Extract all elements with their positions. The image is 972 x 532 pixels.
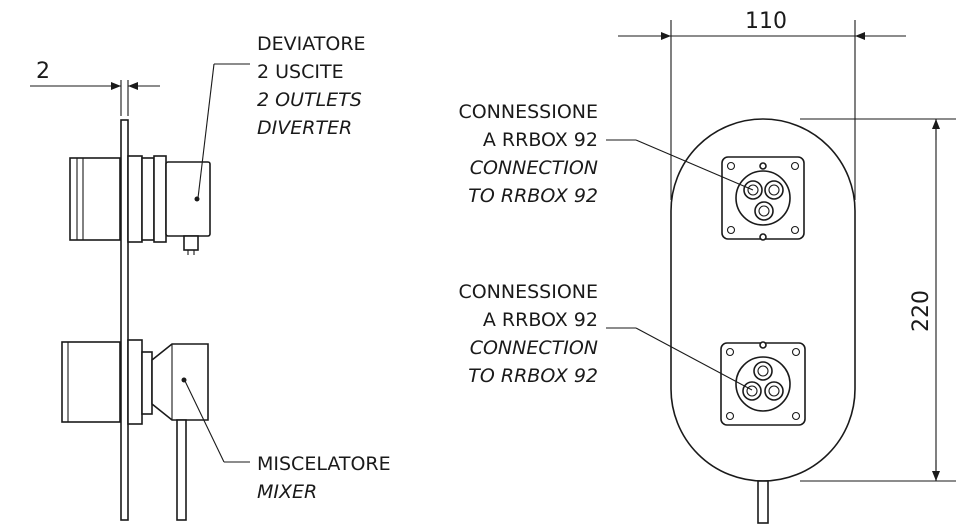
connection-bottom-line3: CONNECTION [470, 337, 598, 359]
mixer-label-line2: MIXER [257, 481, 317, 503]
diverter-pin [183, 235, 199, 251]
width-dimension-value: 110 [745, 9, 787, 34]
connection-top [721, 156, 805, 241]
front-lever [757, 480, 769, 524]
connection-top-line4: TO RRBOX 92 [468, 185, 598, 207]
diverter-label-line2: 2 USCITE [257, 61, 344, 83]
mixer-handle-base [151, 343, 209, 421]
diverter-rear-body [69, 157, 121, 241]
mixer-rear-body [61, 341, 121, 423]
connection-bottom [720, 341, 806, 426]
diverter-label-line3: 2 OUTLETS [257, 89, 362, 111]
diverter-callout: DEVIATORE 2 USCITE 2 OUTLETS DIVERTER [197, 33, 366, 199]
diverter-label-line4: DIVERTER [257, 117, 352, 139]
side-view [61, 119, 211, 521]
connection-bottom-callout: CONNESSIONE A RRBOX 92 CONNECTION TO RRB… [458, 281, 753, 391]
connection-bottom-line1: CONNESSIONE [458, 281, 598, 303]
front-view [670, 118, 856, 524]
connection-top-line3: CONNECTION [470, 157, 598, 179]
connection-top-callout: CONNESSIONE A RRBOX 92 CONNECTION TO RRB… [458, 101, 754, 207]
width-dimension: 110 [618, 9, 906, 200]
connection-top-line1: CONNESSIONE [458, 101, 598, 123]
gap-dimension: 2 [30, 59, 160, 116]
diverter-label-line1: DEVIATORE [257, 33, 366, 55]
mixer-label-line1: MISCELATORE [257, 453, 391, 475]
wall-plate [120, 119, 129, 521]
diverter-collar [127, 155, 143, 243]
mixer-callout: MISCELATORE MIXER [184, 380, 391, 503]
mixer-lever [176, 419, 187, 521]
diverter-knob [165, 161, 211, 237]
mixer-collar [127, 339, 143, 425]
connection-bottom-line2: A RRBOX 92 [483, 309, 598, 331]
connection-top-line2: A RRBOX 92 [483, 129, 598, 151]
connection-bottom-line4: TO RRBOX 92 [468, 365, 598, 387]
gap-dimension-value: 2 [36, 59, 50, 84]
height-dimension: 220 [800, 118, 956, 482]
height-dimension-value: 220 [909, 290, 934, 332]
